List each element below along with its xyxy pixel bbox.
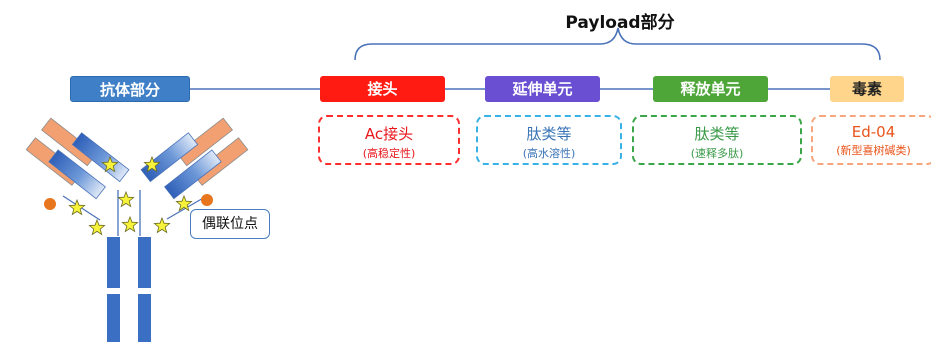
toxin-label: 毒素 — [830, 76, 904, 102]
conjugation-star-3 — [68, 198, 86, 216]
conjugation-star-8 — [153, 216, 171, 234]
conjugation-star-4 — [117, 190, 135, 208]
toxin-detail-main: Ed-04 — [851, 123, 896, 141]
release-detail-box: 肽类等 (速释多肽) — [632, 115, 802, 165]
fc-stem-right-lower — [138, 294, 151, 342]
conjugation-star-5 — [175, 194, 193, 212]
payload-brace — [354, 27, 881, 61]
conjugation-star-7 — [121, 215, 139, 233]
toxin-detail-sub: (新型喜树碱类) — [836, 144, 911, 157]
extension-detail-main: 肽类等 — [526, 125, 572, 143]
conjugation-star-6 — [88, 218, 106, 236]
extension-unit-label: 延伸单元 — [485, 76, 600, 102]
antibody-label: 抗体部分 — [70, 76, 190, 102]
extension-detail-box: 肽类等 (高水溶性) — [476, 115, 622, 165]
payload-dot-right — [201, 194, 213, 206]
heavy-chain-left-1 — [71, 132, 130, 183]
release-detail-sub: (速释多肽) — [690, 147, 744, 160]
heavy-chain-right-2 — [164, 149, 222, 200]
heavy-chain-left-2 — [48, 149, 106, 200]
conjugation-star-2 — [143, 155, 161, 173]
linker-label: 接头 — [320, 76, 445, 102]
linker-detail-sub: (高稳定性) — [362, 147, 416, 160]
release-detail-main: 肽类等 — [694, 125, 740, 143]
light-chain-right-1 — [176, 117, 233, 167]
toxin-detail-box: Ed-04 (新型喜树碱类) — [811, 115, 931, 165]
release-unit-label: 释放单元 — [653, 76, 768, 102]
fc-stem-left-upper — [107, 237, 120, 288]
payload-dot-left — [44, 198, 56, 210]
conjugation-star-1 — [101, 155, 119, 173]
conjugation-site-callout: 偶联位点 — [190, 209, 270, 239]
conjugation-stars — [68, 155, 193, 236]
fc-stem-left-lower — [107, 294, 120, 342]
left-heavy-arm — [48, 132, 130, 200]
fc-stem-right-upper — [138, 237, 151, 288]
payload-title: Payload部分 — [565, 13, 675, 33]
extension-detail-sub: (高水溶性) — [522, 147, 576, 160]
linker-detail-main: Ac接头 — [364, 125, 414, 143]
linker-detail-box: Ac接头 (高稳定性) — [318, 115, 460, 165]
